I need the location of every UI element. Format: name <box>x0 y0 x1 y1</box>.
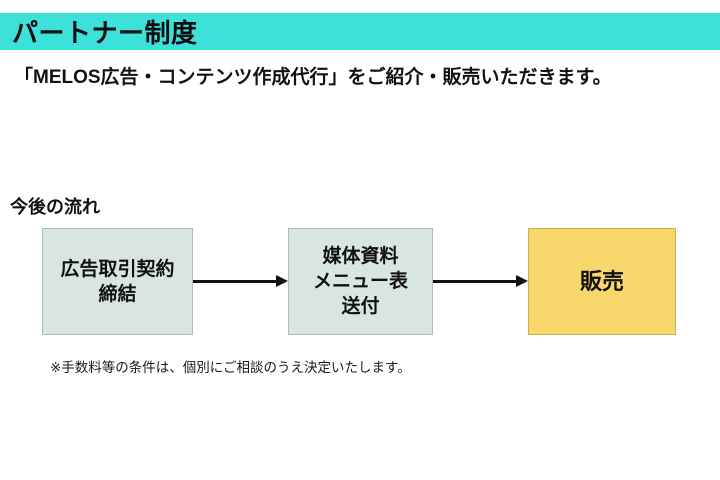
flow-step-line: 広告取引契約 <box>60 258 175 280</box>
arrow-shaft <box>193 280 277 283</box>
page-title: パートナー制度 <box>12 18 198 48</box>
flow-step-materials: 媒体資料 メニュー表 送付 <box>288 228 433 335</box>
arrow-head <box>276 275 288 287</box>
flow-diagram: 広告取引契約 締結 媒体資料 メニュー表 送付 販売 <box>42 228 676 335</box>
flow-step-line: 締結 <box>98 283 137 305</box>
flow-section-label: 今後の流れ <box>10 197 100 217</box>
slide-header-bar: パートナー制度 <box>0 13 720 50</box>
flow-step-line: 送付 <box>341 296 380 317</box>
flow-step-line: 販売 <box>579 269 624 294</box>
arrow-right-icon <box>193 275 288 287</box>
slide-subtitle: 「MELOS広告・コンテンツ作成代行」をご紹介・販売いただきます。 <box>14 67 612 88</box>
flow-step-sales: 販売 <box>528 228 676 335</box>
flow-step-contract: 広告取引契約 締結 <box>42 228 193 335</box>
arrow-head <box>516 275 528 287</box>
footnote-text: ※手数料等の条件は、個別にご相談のうえ決定いたします。 <box>50 360 411 375</box>
arrow-shaft <box>433 280 517 283</box>
flow-step-line: メニュー表 <box>312 271 408 292</box>
flow-step-line: 媒体資料 <box>322 246 399 267</box>
arrow-right-icon <box>433 275 528 287</box>
